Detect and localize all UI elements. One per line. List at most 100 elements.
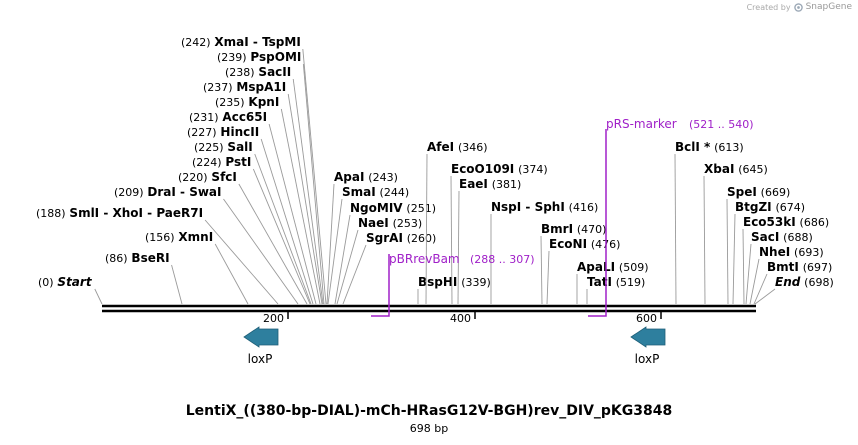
restriction-site-ngomiv[interactable]: NgoMIV (251) xyxy=(350,201,436,215)
site-name: Start xyxy=(57,275,92,289)
site-name: PspOMI xyxy=(250,50,301,64)
credit-prefix: Created by xyxy=(746,2,791,12)
restriction-site-acc65i[interactable]: (231) Acc65I xyxy=(189,110,267,124)
restriction-site-kpni[interactable]: (235) KpnI xyxy=(215,95,279,109)
restriction-site-sali[interactable]: (225) SalI xyxy=(194,140,253,154)
primer-pbrrevbam[interactable]: pBRrevBam (288 .. 307) xyxy=(371,252,535,317)
restriction-site-xbai[interactable]: XbaI (645) xyxy=(704,162,768,176)
restriction-site-afei[interactable]: AfeI (346) xyxy=(427,140,488,154)
restriction-site-tati[interactable]: TatI (519) xyxy=(587,275,645,289)
site-label: NaeI (253) xyxy=(358,216,422,230)
restriction-site-drai[interactable]: (209) DraI - SwaI xyxy=(114,185,222,199)
site-name: MspA1I xyxy=(236,80,286,94)
restriction-site-bmri[interactable]: BmrI (470) xyxy=(541,222,606,236)
restriction-site-apai[interactable]: ApaI (243) xyxy=(334,170,398,184)
restriction-site-sfci[interactable]: (220) SfcI xyxy=(178,170,237,184)
site-name: SacI xyxy=(751,230,779,244)
restriction-site-btgzi[interactable]: BtgZI (674) xyxy=(735,200,805,214)
site-name: ApaI xyxy=(334,170,364,184)
restriction-site-nhei[interactable]: NheI (693) xyxy=(759,245,824,259)
site-label: (156) XmnI xyxy=(145,230,213,244)
site-connector xyxy=(287,93,323,305)
site-name: SgrAI xyxy=(366,231,403,245)
feature-label: loxP xyxy=(248,352,273,366)
site-connector xyxy=(302,48,327,305)
site-connector xyxy=(457,190,460,305)
restriction-site-sacii[interactable]: (238) SacII xyxy=(225,65,291,79)
site-position: (339) xyxy=(461,276,491,289)
site-connector xyxy=(425,153,428,305)
restriction-site-naei[interactable]: NaeI (253) xyxy=(358,216,422,230)
site-label: EcoO109I (374) xyxy=(451,162,548,176)
site-connector xyxy=(742,228,745,305)
site-position: (509) xyxy=(619,261,649,274)
site-name: XmnI xyxy=(178,230,213,244)
site-connector xyxy=(204,219,279,305)
site-connector xyxy=(334,214,351,305)
restriction-site-bmti[interactable]: BmtI (697) xyxy=(767,260,832,274)
site-label: BtgZI (674) xyxy=(735,200,805,214)
site-connector xyxy=(450,175,453,305)
restriction-site-sgrai[interactable]: SgrAI (260) xyxy=(366,231,436,245)
feature-loxp-right[interactable]: loxP xyxy=(630,326,666,366)
restriction-site-spei[interactable]: SpeI (669) xyxy=(727,185,790,199)
tick-label-600: 600 xyxy=(636,312,657,325)
primer-prs-marker[interactable]: pRS-marker (521 .. 540) xyxy=(588,117,754,317)
site-connector xyxy=(336,229,359,305)
site-position: (244) xyxy=(380,186,410,199)
restriction-site-ecoo109i[interactable]: EcoO109I (374) xyxy=(451,162,548,176)
restriction-site-smli[interactable]: (188) SmlI - XhoI - PaeR7I xyxy=(36,206,203,220)
site-position: (688) xyxy=(783,231,813,244)
tick-label-200: 200 xyxy=(263,312,284,325)
site-label: EaeI (381) xyxy=(459,177,521,191)
restriction-site-smai[interactable]: SmaI (244) xyxy=(342,185,409,199)
site-position: (416) xyxy=(569,201,599,214)
primer-range: (521 .. 540) xyxy=(689,118,754,131)
site-position: (86) xyxy=(105,252,128,265)
site-name: PstI xyxy=(225,155,251,169)
site-label: (209) DraI - SwaI xyxy=(114,185,222,199)
site-name: BmrI xyxy=(541,222,573,236)
site-label: (235) KpnI xyxy=(215,95,279,109)
site-connector xyxy=(674,153,677,305)
restriction-site-saci[interactable]: SacI (688) xyxy=(751,230,813,244)
site-label: XbaI (645) xyxy=(704,162,768,176)
site-name: BtgZI xyxy=(735,200,772,214)
restriction-site-bcli[interactable]: BclI * (613) xyxy=(675,140,744,154)
site-connector xyxy=(546,250,550,305)
site-name: SalI xyxy=(227,140,252,154)
site-name: XmaI - TspMI xyxy=(214,35,300,49)
site-label: End (698) xyxy=(775,275,834,289)
primer-name: pBRrevBam xyxy=(389,252,460,266)
restriction-site-bseri[interactable]: (86) BseRI xyxy=(105,251,170,265)
site-connectors xyxy=(94,48,776,305)
site-label: (225) SalI xyxy=(194,140,253,154)
restriction-site-nspi[interactable]: NspI - SphI (416) xyxy=(491,200,598,214)
ruler: 200 400 600 xyxy=(263,312,662,325)
restriction-site-hincii[interactable]: (227) HincII xyxy=(187,125,259,139)
restriction-site-psti[interactable]: (224) PstI xyxy=(192,155,251,169)
restriction-site-eco53ki[interactable]: Eco53kI (686) xyxy=(743,215,829,229)
site-label: (224) PstI xyxy=(192,155,251,169)
site-connector xyxy=(292,78,324,305)
restriction-site-xmai[interactable]: (242) XmaI - TspMI xyxy=(181,35,301,49)
feature-loxp-left[interactable]: loxP xyxy=(243,326,279,366)
site-label: TatI (519) xyxy=(587,275,645,289)
site-name: BseRI xyxy=(131,251,169,265)
feature-label: loxP xyxy=(635,352,660,366)
restriction-site-end[interactable]: End (698) xyxy=(775,275,834,289)
restriction-site-econi[interactable]: EcoNI (476) xyxy=(549,237,620,251)
restriction-site-pspomi[interactable]: (239) PspOMI xyxy=(217,50,301,64)
site-position: (224) xyxy=(192,156,222,169)
site-position: (156) xyxy=(145,231,175,244)
restriction-site-bsphi[interactable]: BspHI (339) xyxy=(418,275,491,289)
restriction-site-start[interactable]: (0) Start xyxy=(38,275,93,289)
site-label: (237) MspA1I xyxy=(203,80,286,94)
restriction-site-mspa1i[interactable]: (237) MspA1I xyxy=(203,80,286,94)
restriction-site-eaei[interactable]: EaeI (381) xyxy=(459,177,521,191)
restriction-site-apali[interactable]: ApaLI (509) xyxy=(577,260,649,274)
primer-range: (288 .. 307) xyxy=(470,253,535,266)
restriction-site-xmni[interactable]: (156) XmnI xyxy=(145,230,213,244)
site-position: (381) xyxy=(492,178,522,191)
